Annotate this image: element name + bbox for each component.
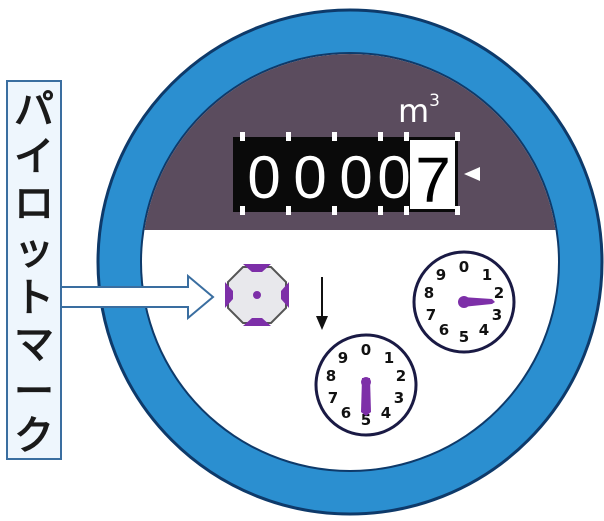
digit-counter: 0 0 0 0 7 <box>233 132 460 216</box>
svg-text:6: 6 <box>341 404 351 422</box>
svg-text:7: 7 <box>328 389 338 407</box>
dial-high-numbers: 0 1 2 3 4 5 6 7 8 9 <box>424 258 504 346</box>
pilot-mark-center <box>253 291 261 299</box>
svg-text:0: 0 <box>459 258 469 276</box>
svg-text:7: 7 <box>426 306 436 324</box>
svg-text:8: 8 <box>326 367 336 385</box>
pilot-mark-top <box>243 264 271 272</box>
svg-text:0: 0 <box>361 341 371 359</box>
svg-text:5: 5 <box>361 411 371 429</box>
counter-digit-2: 0 <box>293 144 326 211</box>
pilot-mark-label: パ イ ロ ッ ト マ ー ク <box>6 80 62 460</box>
svg-text:1: 1 <box>384 349 394 367</box>
pilot-mark <box>225 264 289 326</box>
svg-text:4: 4 <box>479 321 489 339</box>
svg-text:9: 9 <box>436 266 446 284</box>
dial-low-needle <box>361 378 371 416</box>
label-char: ク <box>14 413 54 459</box>
dial-low: 0 1 2 3 4 5 6 7 8 9 <box>314 333 418 437</box>
counter-digit-3: 0 <box>339 144 372 211</box>
label-char: ト <box>14 275 54 321</box>
down-arrow-icon <box>316 277 328 330</box>
svg-text:1: 1 <box>482 266 492 284</box>
svg-text:2: 2 <box>396 367 406 385</box>
dial-low-numbers: 0 1 2 3 4 5 6 7 8 9 <box>326 341 406 429</box>
svg-text:8: 8 <box>424 284 434 302</box>
pilot-mark-left <box>225 282 233 308</box>
right-arrow-icon <box>59 273 215 321</box>
dial-high-hub <box>458 296 470 308</box>
label-char: ロ <box>14 181 54 227</box>
dial-high: 0 1 2 3 4 5 6 7 8 9 <box>412 250 516 354</box>
svg-text:3: 3 <box>394 389 404 407</box>
counter-digit-4: 0 <box>377 144 410 211</box>
svg-text:9: 9 <box>338 349 348 367</box>
label-char: マ <box>14 322 54 368</box>
pilot-mark-right <box>281 282 289 308</box>
counter-digit-1: 0 <box>247 144 280 211</box>
label-char: ッ <box>14 228 54 274</box>
svg-text:6: 6 <box>439 321 449 339</box>
svg-text:2: 2 <box>494 284 504 302</box>
counter-tick-marks <box>240 132 460 215</box>
counter-last-wheel <box>410 140 455 209</box>
unit-label: m3 <box>398 91 440 130</box>
dial-low-hub <box>361 377 371 387</box>
svg-text:5: 5 <box>459 328 469 346</box>
svg-text:4: 4 <box>381 404 391 422</box>
counter-digit-5: 7 <box>415 144 451 216</box>
pilot-mark-bottom <box>243 318 271 326</box>
label-char: イ <box>14 134 54 180</box>
label-char: パ <box>14 87 54 133</box>
counter-indicator-icon <box>464 167 480 181</box>
svg-text:3: 3 <box>492 306 502 324</box>
dial-high-needle <box>462 297 495 307</box>
label-char: ー <box>14 369 54 415</box>
